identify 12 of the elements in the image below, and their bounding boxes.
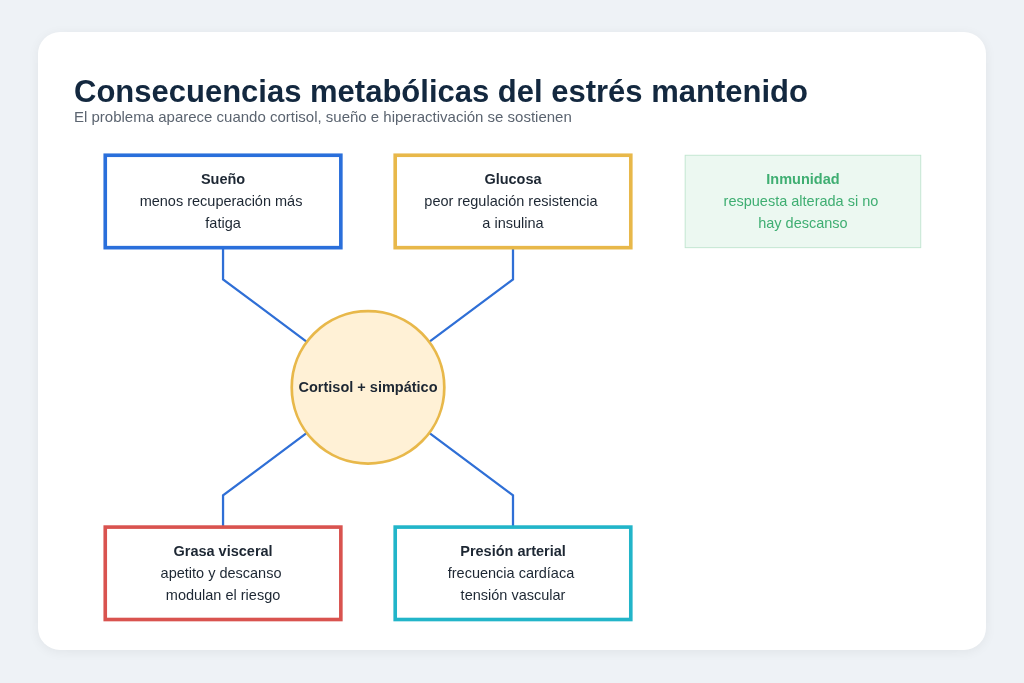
node-box: Presión arterial frecuencia cardíaca tensión vascular (393, 524, 633, 621)
node-box: Grasa visceral apetito y descanso modulan el riesgo (103, 524, 343, 621)
connector (221, 431, 308, 527)
node-box: Inmunidad respuesta alterada si no hay descanso (684, 154, 922, 248)
node-circle: Cortisol + simpático (290, 309, 446, 465)
node-box: Sueño menos recuperación más fatiga (103, 153, 343, 250)
diagram-title: Consecuencias metabólicas del estrés mantenido (74, 74, 808, 110)
subtitle-text: El problema aparece cuando cortisol, sueño e hiperactivación se sostienen (74, 108, 572, 125)
node-box: Glucosa peor regulación resistencia a insulina (393, 153, 633, 250)
connector (428, 431, 515, 527)
connector (221, 247, 308, 343)
connector (428, 247, 515, 343)
